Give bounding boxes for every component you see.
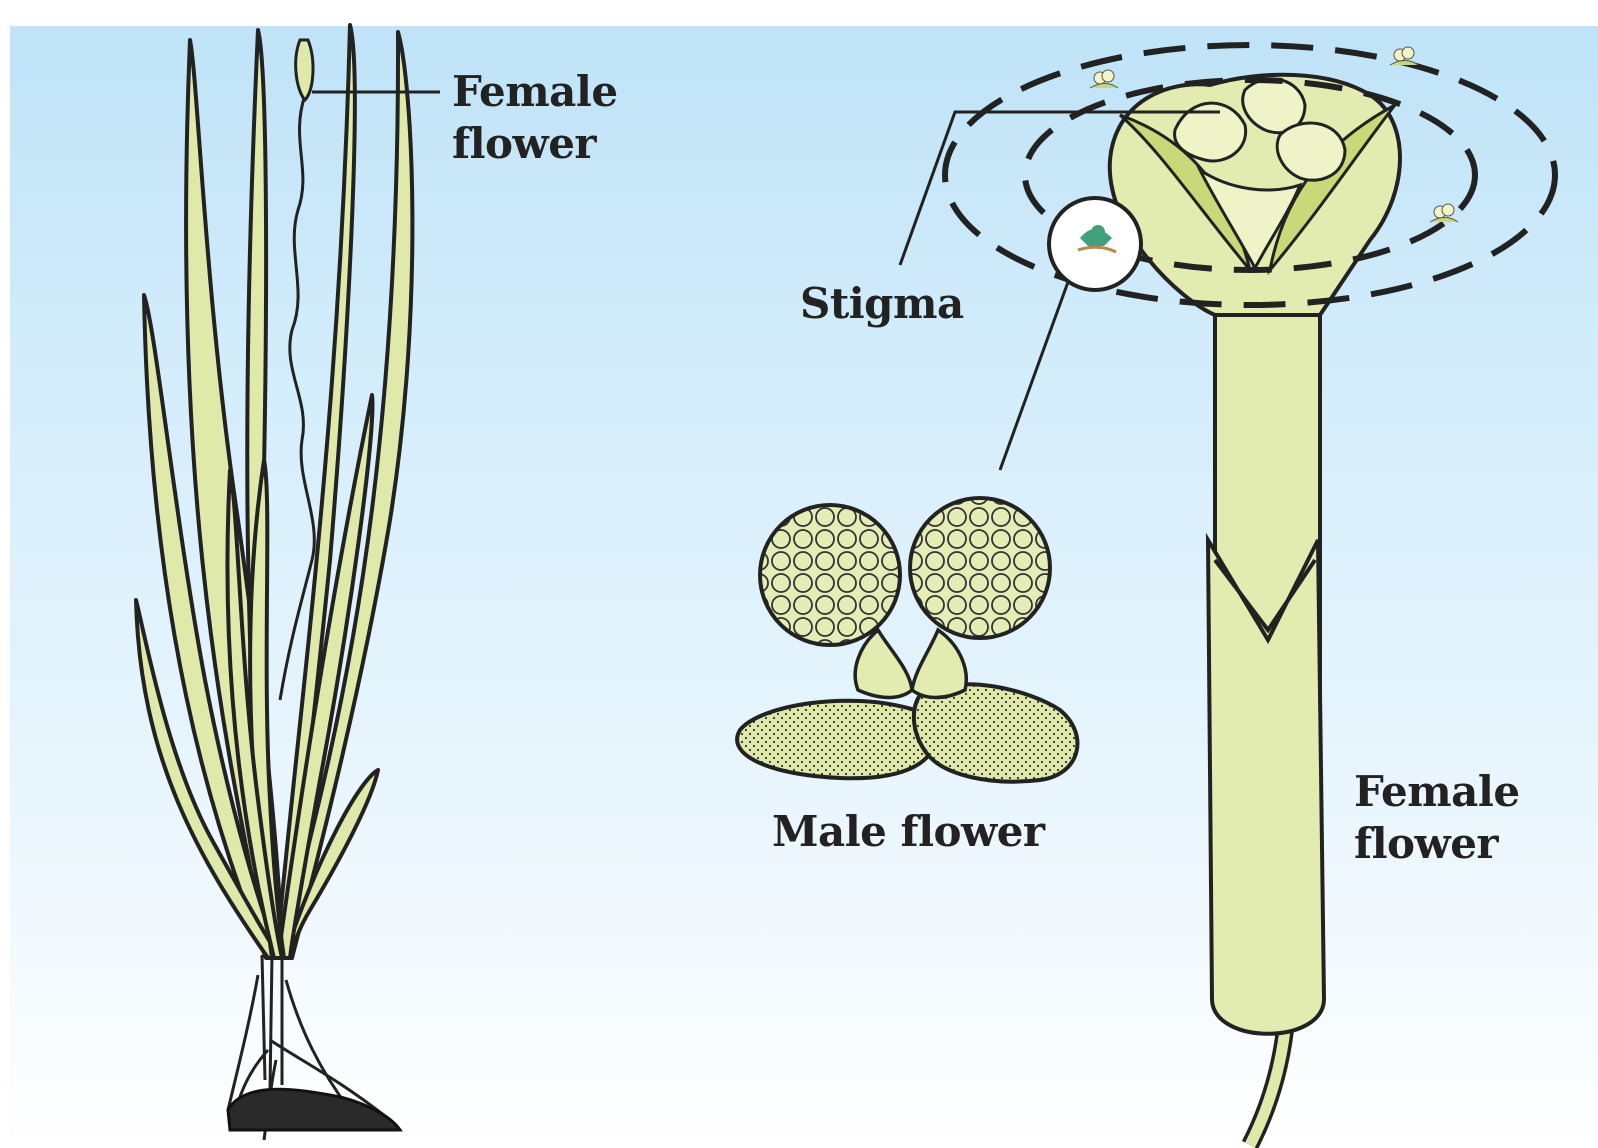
male-flower-sepal <box>737 701 936 779</box>
label-line: flower <box>1354 818 1520 870</box>
label-male-flower: Male flower <box>772 806 1045 858</box>
anther <box>910 498 1050 638</box>
vallisneria-plant <box>136 25 412 958</box>
magnifier-lens <box>1049 198 1141 290</box>
lens-pointer <box>1000 282 1068 470</box>
rhizome <box>228 1089 400 1130</box>
floating-male-flower <box>1390 47 1418 65</box>
label-female-flower-right: Female flower <box>1354 766 1520 870</box>
label-line: Female <box>452 66 618 118</box>
label-female-flower-left: Female flower <box>452 66 618 170</box>
label-line: Female <box>1354 766 1520 818</box>
anther <box>760 505 900 645</box>
label-stigma: Stigma <box>800 278 964 330</box>
label-line: flower <box>452 118 618 170</box>
female-flower-bud <box>296 40 313 100</box>
floating-male-flower <box>1430 204 1458 222</box>
male-flower <box>737 498 1077 782</box>
floating-male-flower <box>1090 70 1118 88</box>
female-flower-stalk <box>280 95 314 700</box>
